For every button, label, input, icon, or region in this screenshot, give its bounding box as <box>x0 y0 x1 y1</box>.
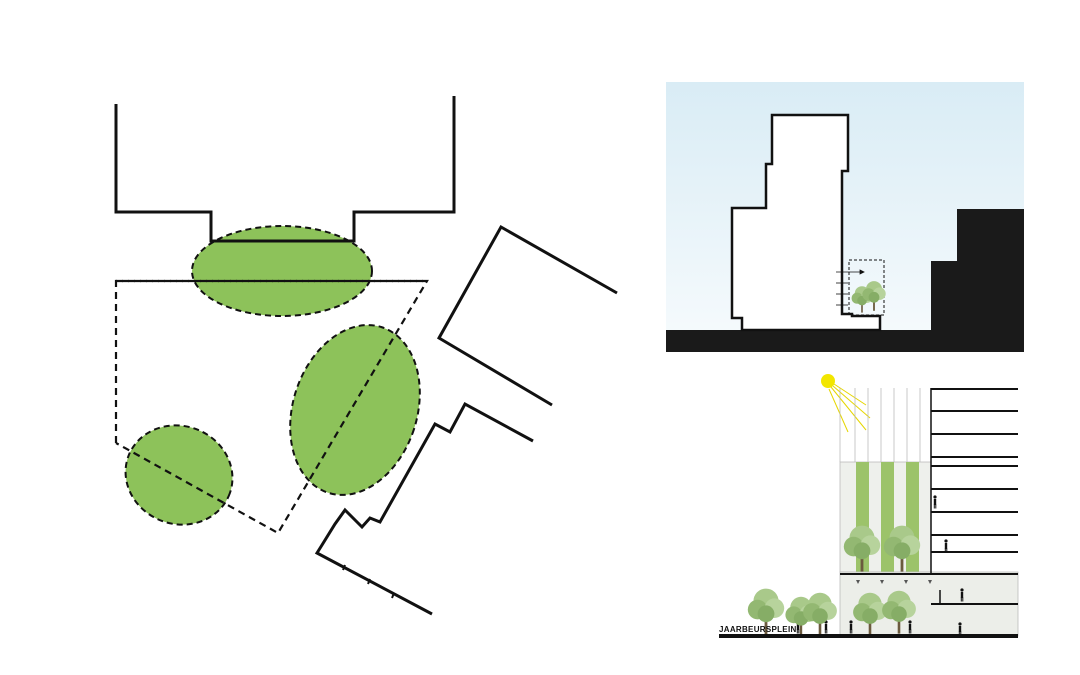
green-space-southwest <box>124 424 234 526</box>
ground-mass <box>666 330 1024 352</box>
green-space-east <box>289 324 421 496</box>
southeast-building-outline <box>314 401 534 616</box>
facade-ticks <box>342 564 395 599</box>
section-lower: JAARBEURSPLEIN <box>719 374 1019 638</box>
section-upper <box>666 82 1024 352</box>
sun-rays <box>828 383 871 433</box>
north-building-outline <box>114 96 456 243</box>
wind-arrow-icon <box>836 269 865 306</box>
sun-icon <box>821 374 835 388</box>
street-label: JAARBEURSPLEIN <box>719 625 797 634</box>
east-building-outline <box>436 224 618 407</box>
tower-grid <box>839 388 921 462</box>
green-niche-frame <box>848 259 885 316</box>
site-boundary <box>114 279 429 535</box>
site-plan <box>114 96 618 616</box>
street-ground <box>719 634 1018 638</box>
floor-slabs <box>931 388 1018 605</box>
green-space-north <box>191 225 373 317</box>
podium-arrows <box>856 580 932 584</box>
tower-outline <box>730 113 882 332</box>
podium-step <box>931 590 941 605</box>
neighbour-building <box>931 209 1024 330</box>
